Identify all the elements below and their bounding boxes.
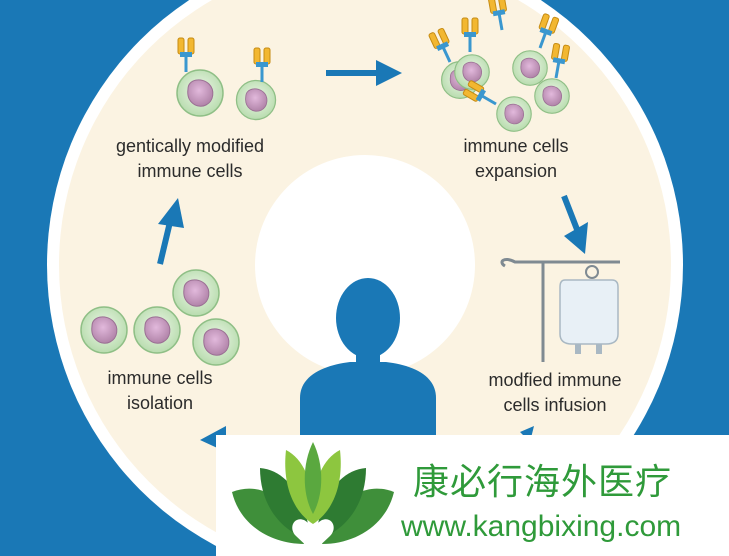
step-label-infusion-line1: modfied immune bbox=[488, 370, 622, 390]
step-label-expansion: immune cells expansion bbox=[446, 134, 586, 184]
arrow-modified-to-expansion bbox=[326, 60, 402, 86]
step-label-isolation: immune cells isolation bbox=[90, 366, 230, 416]
step-label-isolation-line1: immune cells bbox=[107, 368, 213, 388]
step-label-infusion: modfied immune cells infusion bbox=[470, 368, 640, 418]
lotus-heart-logo bbox=[232, 442, 394, 552]
step-label-modified: gentically modified immune cells bbox=[95, 134, 285, 184]
step-label-expansion-line1: immune cells bbox=[463, 136, 569, 156]
arrow-isolation-to-modified bbox=[157, 198, 184, 265]
iv-bag-icon bbox=[500, 258, 620, 362]
center-hole bbox=[255, 155, 475, 375]
step-label-expansion-line2: expansion bbox=[474, 161, 558, 181]
step-label-modified-line2: immune cells bbox=[137, 161, 243, 181]
step-label-isolation-line2: isolation bbox=[126, 393, 194, 413]
step-label-infusion-line2: cells infusion bbox=[503, 395, 607, 415]
patient-silhouette-icon bbox=[300, 278, 436, 440]
step-label-modified-line1: gentically modified bbox=[115, 136, 265, 156]
watermark-url[interactable]: www.kangbixing.com bbox=[401, 510, 682, 543]
watermark-name: 康必行海外医疗 bbox=[413, 462, 673, 503]
arrow-expansion-to-infusion bbox=[561, 194, 588, 254]
